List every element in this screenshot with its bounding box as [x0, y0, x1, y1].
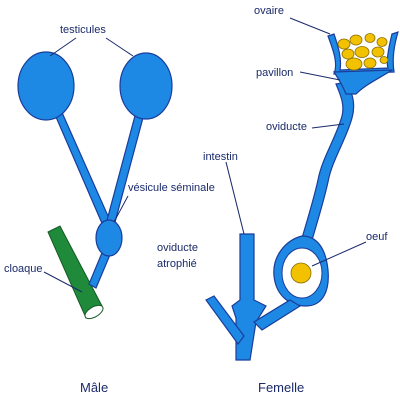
caption-male: Mâle: [80, 380, 108, 395]
female-system: ovaire pavillon oviducte intestin oviduc…: [157, 5, 399, 395]
caption-female: Femelle: [258, 380, 304, 395]
testicules-line-right: [105, 37, 134, 57]
label-intestin: intestin: [203, 151, 238, 163]
right-sperm-duct: [105, 111, 145, 227]
left-sperm-duct: [52, 107, 113, 229]
vesicule-line: [113, 195, 129, 223]
left-testicle: [17, 51, 75, 121]
male-system: testicules vésicule séminale cloaque Mâl…: [4, 24, 215, 395]
label-testicules: testicules: [60, 24, 106, 36]
ovaire-line: [289, 17, 331, 35]
egg: [290, 262, 312, 284]
label-ovaire: ovaire: [254, 5, 284, 17]
right-testicle: [119, 52, 173, 120]
label-oviducte-atrophie-1: oviducte: [157, 242, 198, 254]
egg-sac-duct: [253, 299, 302, 331]
atrophied-oviduct: [205, 295, 245, 346]
pavillon-line: [299, 71, 341, 81]
cloaque-line: [43, 271, 83, 293]
oviducte-line: [311, 123, 345, 129]
label-pavillon: pavillon: [256, 67, 293, 79]
label-oviducte-atrophie-2: atrophié: [157, 258, 197, 270]
seminal-vesicle: [95, 219, 123, 257]
oeuf-line: [311, 241, 367, 267]
label-vesicule-seminale: vésicule séminale: [128, 182, 215, 194]
testicules-line-left: [49, 37, 77, 57]
label-oeuf: oeuf: [366, 231, 388, 243]
intestin-line: [225, 161, 245, 235]
ovary: [337, 33, 389, 71]
cloaca-opening: [84, 304, 104, 320]
oviduct: [301, 81, 355, 241]
intestine: [231, 233, 267, 361]
pavillon-neck: [332, 69, 395, 95]
label-oviducte: oviducte: [266, 121, 307, 133]
label-cloaque: cloaque: [4, 263, 43, 275]
